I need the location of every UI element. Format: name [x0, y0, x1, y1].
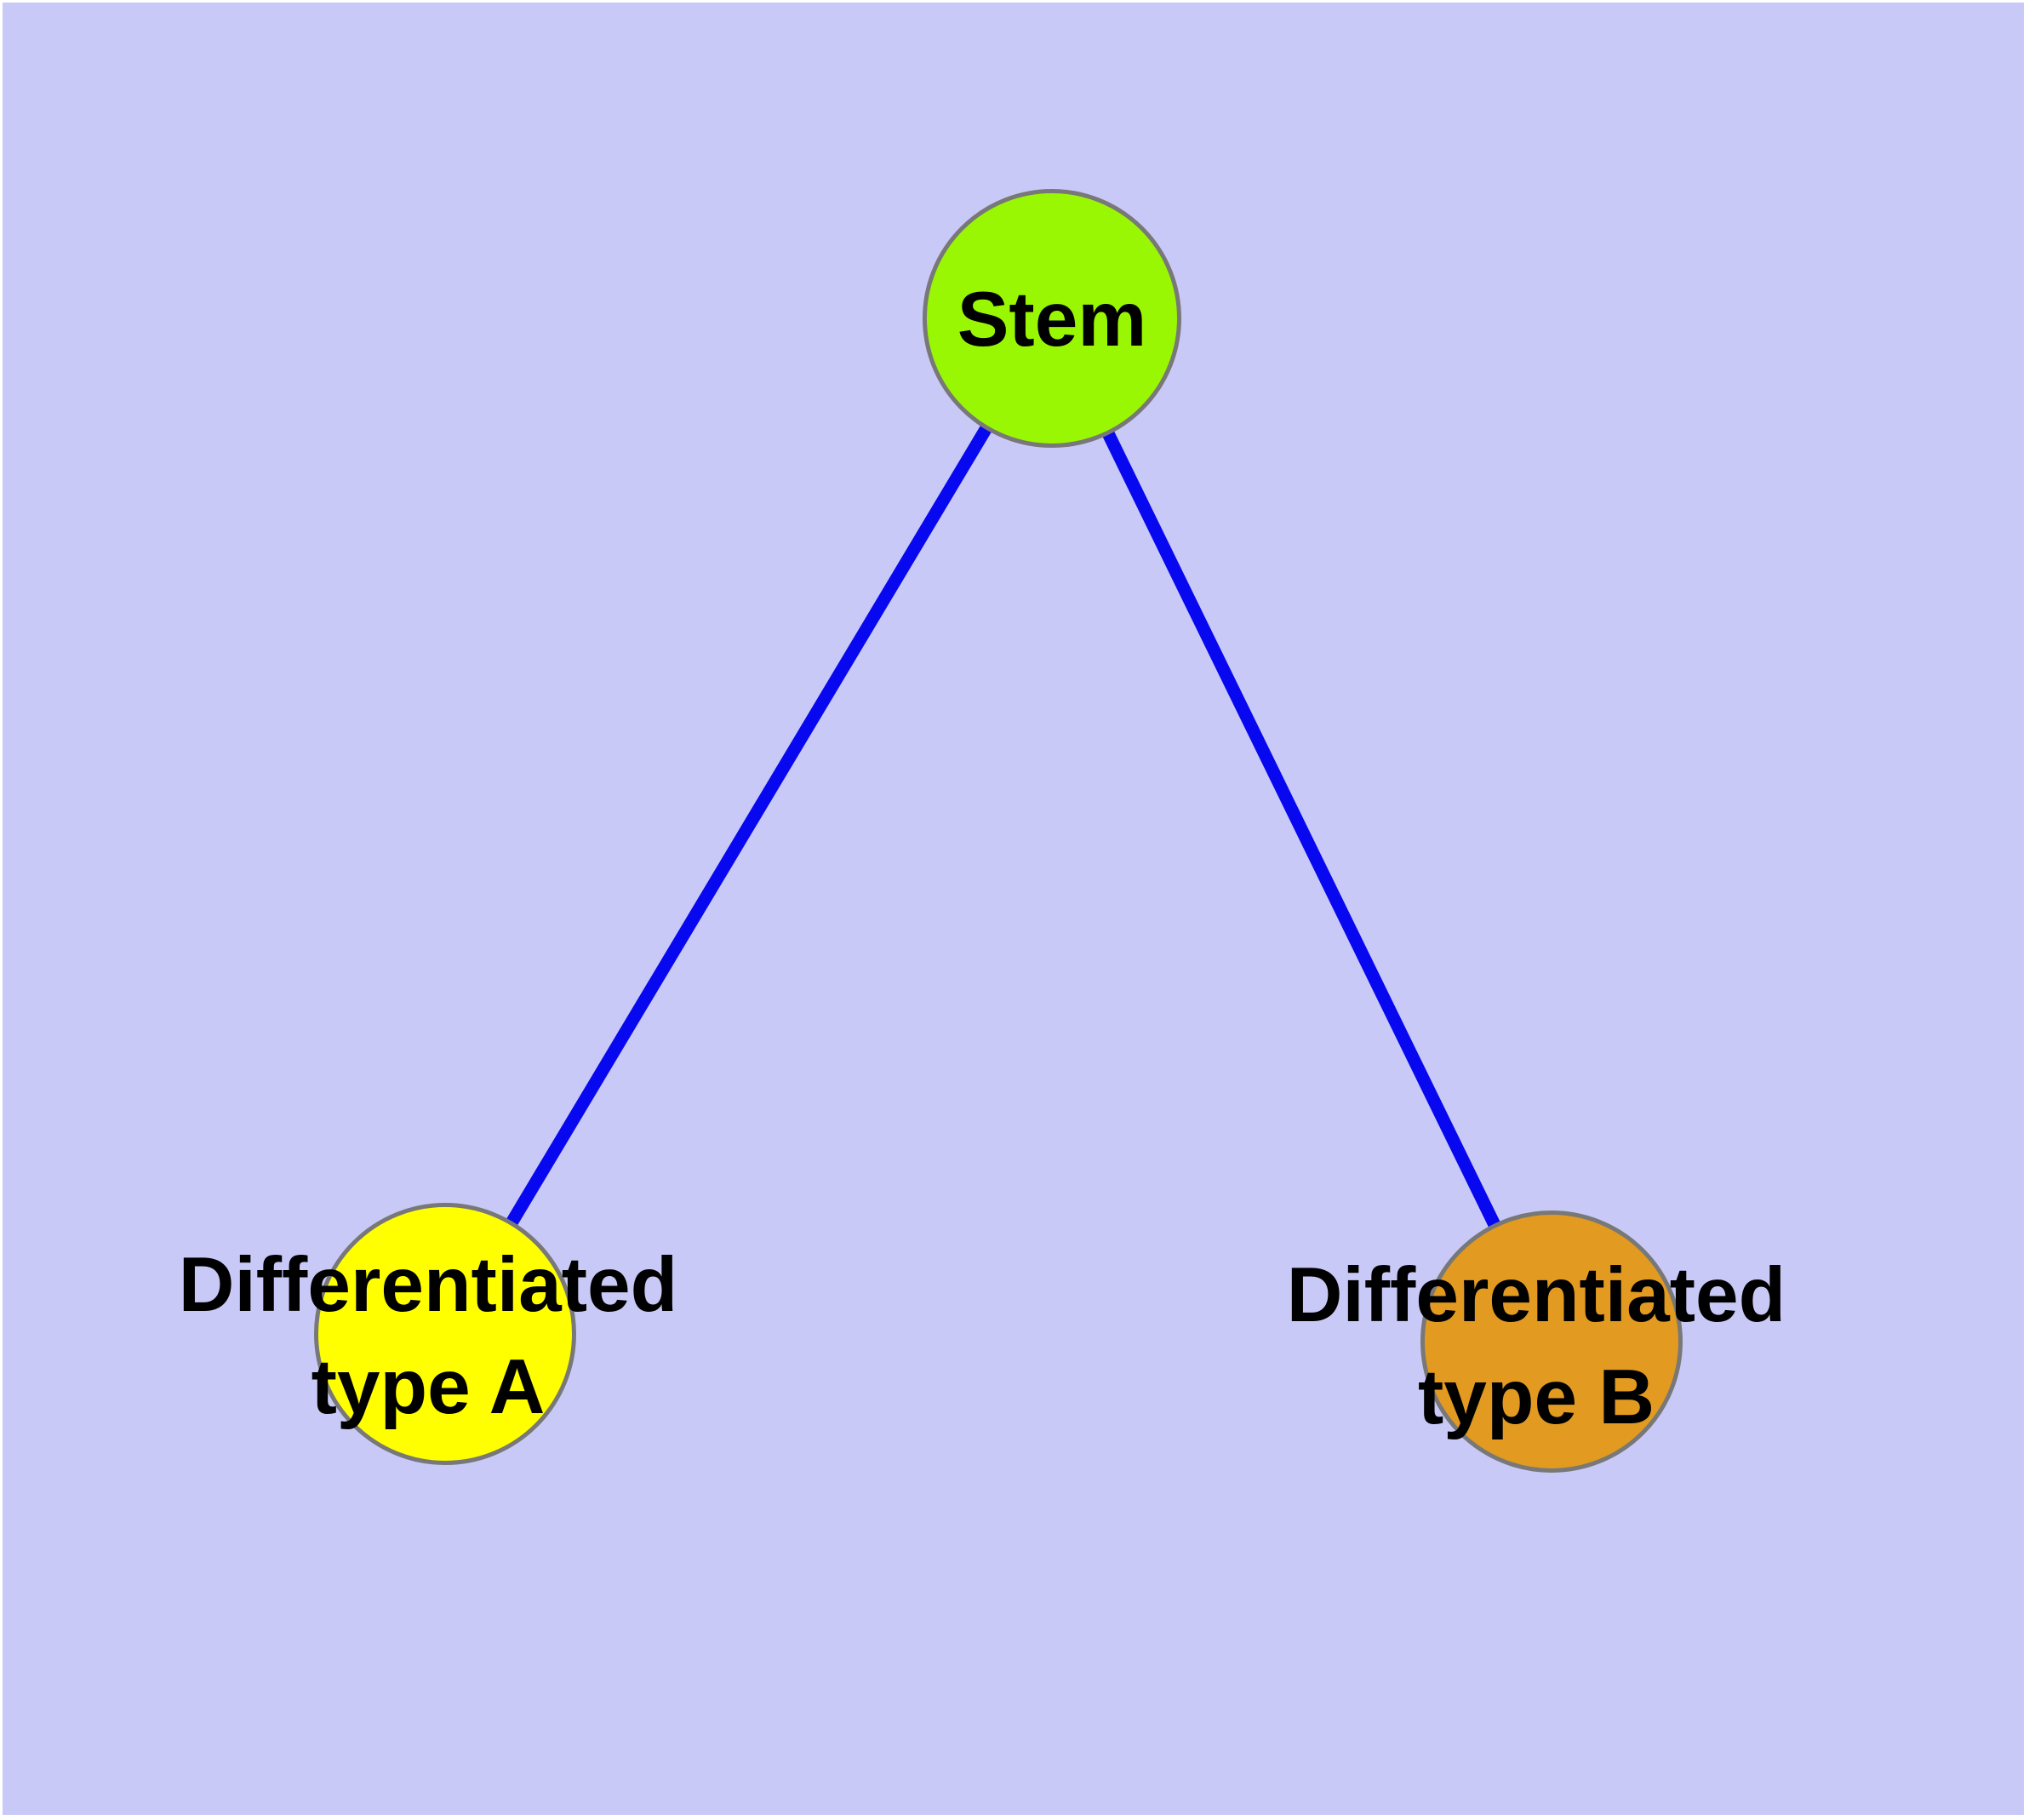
edge-stem-type_a [439, 315, 1058, 1337]
label-text-stem: Stem [957, 276, 1147, 363]
label-text-type-a-line2: type A [311, 1344, 546, 1430]
node-stem [923, 189, 1181, 448]
node-differentiated-type-a [314, 1203, 576, 1465]
edge-stem-type_b [1046, 315, 1557, 1345]
node-differentiated-type-b [1420, 1210, 1683, 1473]
node-label-stem: Stem [957, 269, 1147, 371]
label-text-type-b-line2: type B [1417, 1354, 1655, 1440]
label-text-type-a-line1: Differentiated [178, 1241, 678, 1328]
node-label-type-a: Differentiated type A [179, 1234, 678, 1439]
label-text-type-b-line1: Differentiated [1286, 1251, 1786, 1338]
node-label-type-b: Differentiated type B [1287, 1245, 1786, 1449]
